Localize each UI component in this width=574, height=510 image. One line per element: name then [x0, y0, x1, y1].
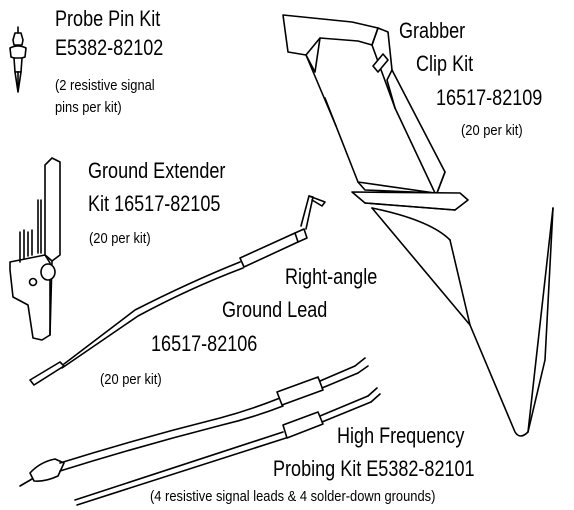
high-frequency-lead-lower-illustration — [74, 387, 381, 506]
right-angle-ground-lead-note: (20 per kit) — [100, 371, 162, 388]
right-angle-ground-lead-name-line1: Right-angle — [285, 264, 378, 289]
grabber-clip-illustration — [282, 14, 554, 437]
probe-pin-kit-name: Probe Pin Kit — [55, 6, 161, 31]
ground-extender-kit-name-line1: Ground Extender — [88, 158, 226, 183]
grabber-clip-kit-part-number: 16517-82109 — [436, 85, 543, 110]
right-angle-ground-lead-name-line2: Ground Lead — [222, 297, 328, 322]
ground-extender-illustration — [9, 157, 61, 341]
right-angle-ground-lead-illustration — [29, 195, 326, 386]
high-frequency-probing-kit-name-line2: Probing Kit E5382-82101 — [273, 456, 475, 481]
grabber-clip-kit-name-line1: Grabber — [399, 18, 466, 43]
high-frequency-lead-upper-illustration — [19, 357, 369, 487]
high-frequency-probing-kit-name-line1: High Frequency — [337, 423, 465, 448]
grabber-clip-kit-name-line2: Clip Kit — [416, 51, 474, 76]
probe-pin-illustration — [9, 26, 27, 93]
probe-pin-kit-part-number: E5382-82102 — [55, 35, 164, 60]
right-angle-ground-lead-part-number: 16517-82106 — [151, 331, 258, 356]
ground-extender-kit-note: (20 per kit) — [89, 230, 151, 247]
high-frequency-probing-kit-note: (4 resistive signal leads & 4 solder-dow… — [150, 488, 436, 505]
ground-extender-kit-name-line2: Kit 16517-82105 — [88, 191, 221, 216]
probe-pin-kit-note-line2: pins per kit) — [55, 99, 122, 116]
probe-pin-kit-note-line1: (2 resistive signal — [55, 77, 155, 94]
grabber-clip-kit-note: (20 per kit) — [461, 122, 523, 139]
